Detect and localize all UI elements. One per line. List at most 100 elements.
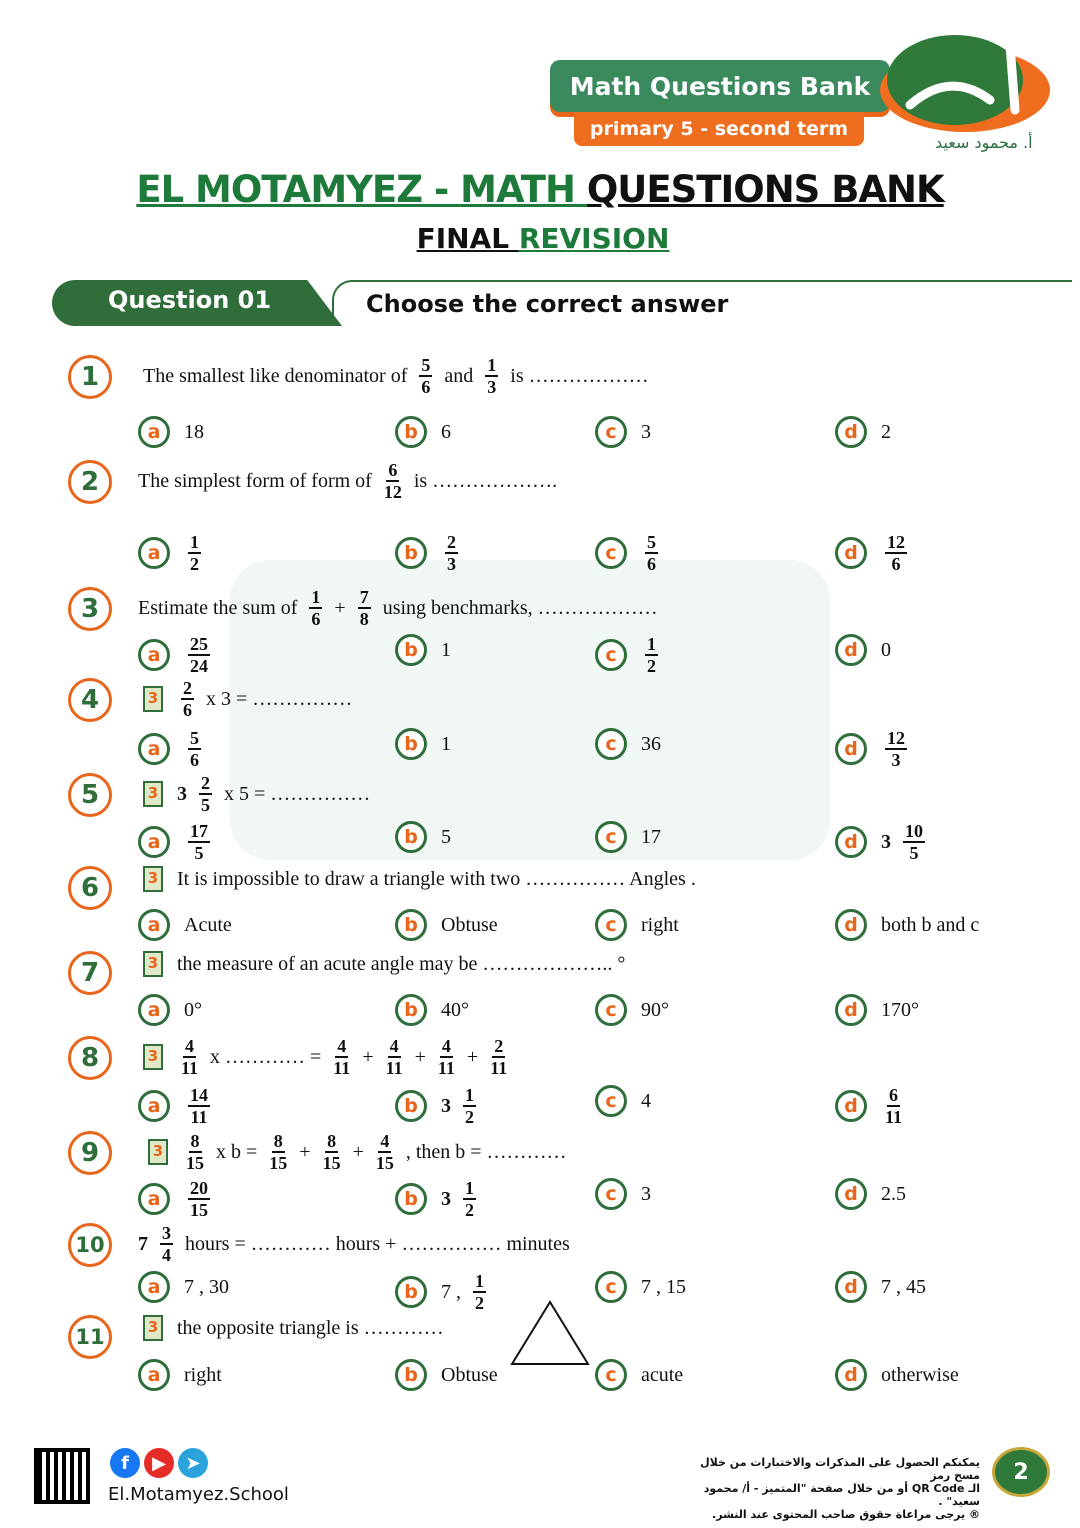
numerator: 5	[188, 728, 201, 750]
numerator: 2	[199, 773, 212, 795]
social-icons: f ▶ ➤	[110, 1448, 208, 1478]
option-value: 4	[641, 1090, 651, 1113]
option-letter: c	[595, 1271, 627, 1303]
option-value: 0°	[184, 999, 202, 1022]
denominator: 4	[162, 1245, 171, 1265]
option-letter: a	[138, 639, 170, 671]
option-value: 7 , 15	[641, 1276, 686, 1299]
question-number: 6	[68, 866, 112, 910]
title-part: MATH	[460, 168, 587, 211]
text-segment: +	[352, 1140, 364, 1163]
text-segment: both b and c	[881, 913, 980, 936]
denominator: 11	[181, 1058, 199, 1078]
text-segment: 6	[441, 420, 451, 443]
option-letter: b	[395, 1183, 427, 1215]
text-segment: 7 ,	[441, 1280, 461, 1303]
numerator: 14	[188, 1085, 210, 1107]
denominator: 11	[490, 1058, 508, 1078]
option-value: 7 , 30	[184, 1276, 229, 1299]
answer-option[interactable]: c 7 , 15	[595, 1271, 686, 1303]
facebook-icon[interactable]: f	[110, 1448, 140, 1478]
text-segment: the opposite triangle is …………	[177, 1316, 444, 1339]
option-value: 1	[441, 733, 451, 756]
text-segment: 7 , 30	[184, 1275, 229, 1298]
option-letter: c	[595, 1178, 627, 1210]
telegram-icon[interactable]: ➤	[178, 1448, 208, 1478]
numerator: 1	[463, 1178, 476, 1200]
background-watermark	[230, 560, 830, 860]
denominator: 11	[333, 1058, 351, 1078]
option-letter: d	[835, 826, 867, 858]
footer-note-line: ® يرجى مراعاة حقوق صاحب المحتوى عند النش…	[712, 1508, 980, 1521]
option-value: 40°	[441, 999, 469, 1022]
book-icon: 3	[143, 1315, 163, 1341]
denominator: 5	[201, 795, 210, 815]
option-letter: b	[395, 728, 427, 760]
text-segment: otherwise	[881, 1363, 959, 1386]
numerator: 4	[183, 1036, 196, 1058]
youtube-icon[interactable]: ▶	[144, 1448, 174, 1478]
option-letter: d	[835, 1359, 867, 1391]
option-letter: b	[395, 909, 427, 941]
text-segment: x 3 = ……………	[206, 687, 353, 710]
whole-number: 7	[138, 1232, 148, 1255]
text-segment: 4	[641, 1089, 651, 1112]
numerator: 1	[473, 1271, 486, 1293]
answer-option[interactable]: d otherwise	[835, 1359, 959, 1391]
text-segment: 2	[881, 420, 891, 443]
